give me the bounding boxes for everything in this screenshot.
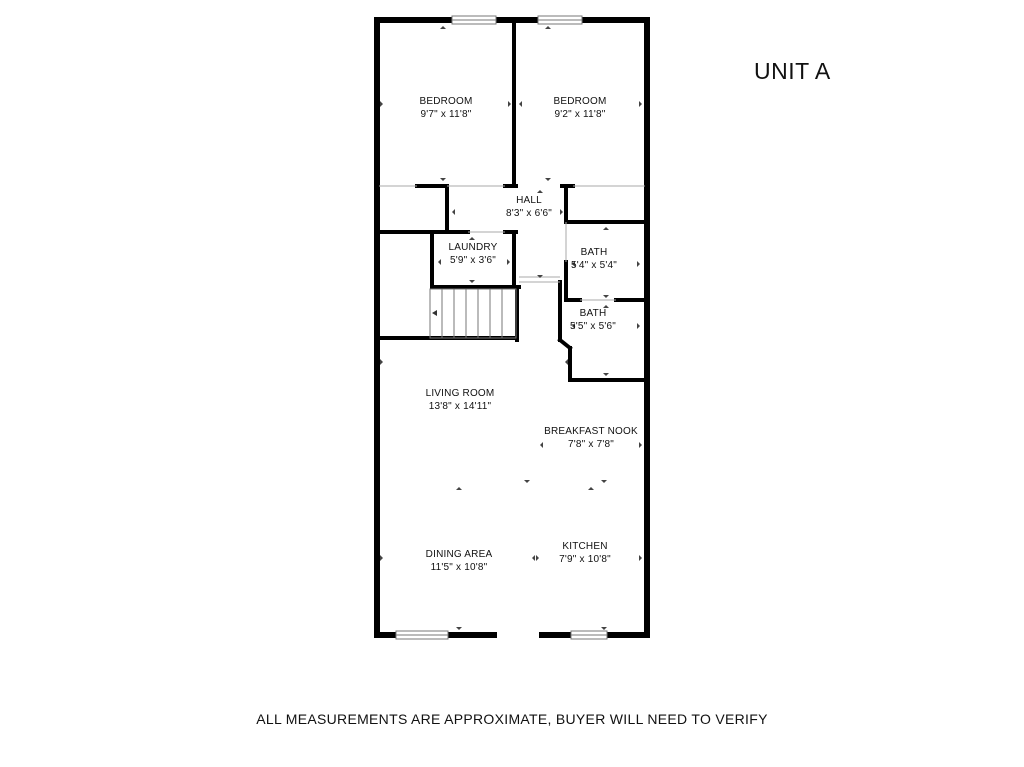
room-name: BATH: [580, 247, 608, 258]
room-dims: 13'8" x 14'11": [428, 401, 492, 412]
room-label-bedroom-1: BEDROOM 9'7" x 11'8": [419, 95, 472, 121]
measurement-ticks: [380, 26, 642, 630]
room-label-laundry: LAUNDRY 5'9" x 3'6": [448, 241, 497, 267]
room-name: BEDROOM: [419, 96, 473, 107]
room-dims: 5'9" x 3'6": [450, 255, 496, 266]
room-dims: 7'9" x 10'8": [559, 554, 611, 565]
interior-walls: [377, 20, 647, 382]
room-dims: 5'4" x 5'4": [571, 260, 617, 271]
disclaimer-text: ALL MEASUREMENTS ARE APPROXIMATE, BUYER …: [256, 711, 768, 727]
room-label-bath-1: BATH 5'4" x 5'4": [571, 246, 617, 272]
room-dims: 9'7" x 11'8": [420, 109, 472, 120]
room-dims: 8'3" x 6'6": [506, 208, 552, 219]
room-label-bath-2: BATH 5'5" x 5'6": [570, 307, 616, 333]
room-label-dining-area: DINING AREA 11'5" x 10'8": [426, 548, 493, 574]
room-name: BATH: [579, 308, 607, 319]
room-name: HALL: [516, 195, 542, 206]
room-name: BEDROOM: [553, 96, 607, 107]
door-gap-bottom: [497, 631, 539, 639]
room-label-bedroom-2: BEDROOM 9'2" x 11'8": [553, 95, 606, 121]
unit-title: UNIT A: [754, 58, 831, 84]
room-label-kitchen: KITCHEN 7'9" x 10'8": [559, 540, 611, 566]
room-dims: 5'5" x 5'6": [570, 321, 616, 332]
room-name: DINING AREA: [425, 549, 493, 560]
stairs: [429, 288, 517, 339]
room-name: KITCHEN: [562, 541, 608, 552]
room-label-hall: HALL 8'3" x 6'6": [506, 194, 552, 220]
windows: [395, 15, 608, 640]
room-label-breakfast-nook: BREAKFAST NOOK 7'8" x 7'8": [544, 425, 638, 451]
room-name: LIVING ROOM: [425, 388, 495, 399]
room-dims: 7'8" x 7'8": [568, 439, 614, 450]
room-dims: 11'5" x 10'8": [430, 562, 488, 573]
room-dims: 9'2" x 11'8": [554, 109, 606, 120]
room-name: LAUNDRY: [448, 242, 498, 253]
room-label-living-room: LIVING ROOM 13'8" x 14'11": [426, 387, 495, 413]
room-name: BREAKFAST NOOK: [544, 426, 638, 437]
